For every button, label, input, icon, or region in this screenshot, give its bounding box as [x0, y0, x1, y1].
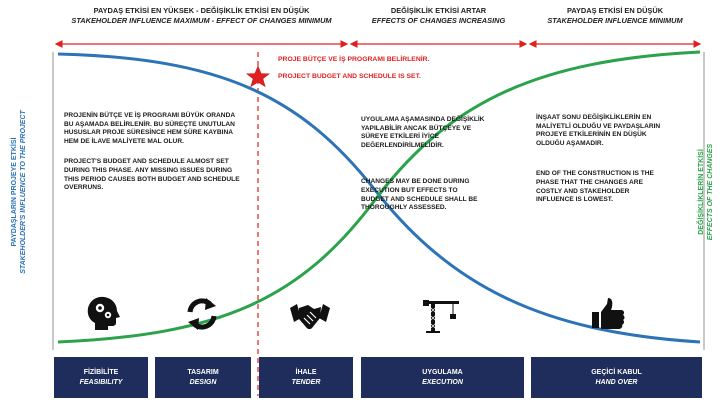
right-axis-tr: DEĞİŞİKLİKLERİN ETKİSİ — [698, 149, 705, 235]
header-2-tr: DEĞİŞİKLİK ETKİSİ ARTAR — [390, 6, 487, 15]
header-phase-2: DEĞİŞİKLİK ETKİSİ ARTAR EFFECTS OF CHANG… — [351, 6, 526, 26]
phase-feasibility-en: FEASIBILITY — [79, 378, 123, 386]
header-3-tr: PAYDAŞ ETKİSİ EN DÜŞÜK — [566, 6, 664, 15]
phase-hand-over-tr: GEÇİCİ KABUL — [591, 368, 642, 376]
callout-en: PROJECT BUDGET AND SCHEDULE IS SET. — [278, 73, 421, 80]
phase-tender: İHALE TENDER — [259, 357, 353, 398]
phase-feasibility: FİZİBİLİTE FEASIBILITY — [54, 357, 148, 398]
phase-tender-en: TENDER — [291, 378, 321, 386]
right-axis-en: EFFECTS OF THE CHANGES — [707, 143, 714, 241]
effect-of-changes-curve — [57, 50, 701, 344]
text-block-3: İNŞAAT SONU DEĞİŞİKLİKLERİN EN MALİYETLİ… — [536, 114, 666, 205]
phase-design: TASARIM DESIGN — [155, 357, 251, 398]
phase-design-en: DESIGN — [189, 378, 217, 386]
header-phase-3: PAYDAŞ ETKİSİ EN DÜŞÜK STAKEHOLDER INFLU… — [530, 6, 700, 26]
star-icon — [245, 65, 271, 88]
text-block-3-en: END OF THE CONSTRUCTION IS THE PHASE THA… — [536, 170, 654, 204]
text-block-1: PROJENİN BÜTÇE VE İŞ PROGRAMI BÜYÜK ORAN… — [64, 112, 244, 193]
phase-hand-over: GEÇİCİ KABUL HAND OVER — [531, 357, 702, 398]
right-axis-label: DEĞİŞİKLİKLERİN ETKİSİ EFFECTS OF THE CH… — [697, 102, 717, 282]
left-axis-label: PAYDAŞLARIN PROJEYE ETKİSİ STAKEHOLDER'S… — [10, 87, 30, 297]
text-block-2-en: CHANGES MAY BE DONE DURING EXECUTION BUT… — [361, 178, 478, 212]
phase-feasibility-tr: FİZİBİLİTE — [83, 368, 119, 376]
phase-execution-tr: UYGULAMA — [422, 368, 463, 376]
left-axis-en: STAKEHOLDER'S INFLUENCE TO THE PROJECT — [20, 110, 27, 274]
phase-design-tr: TASARIM — [187, 368, 219, 376]
phase-hand-over-en: HAND OVER — [595, 378, 638, 386]
header-1-tr: PAYDAŞ ETKİSİ EN YÜKSEK - DEĞİŞİKLİK ETK… — [93, 6, 310, 15]
text-block-2: UYGULAMA AŞAMASINDA DEĞİŞİKLİK YAPILABİL… — [361, 116, 486, 213]
phase-execution: UYGULAMA EXECUTION — [361, 357, 524, 398]
header-2-en: EFFECTS OF CHANGES INCREASING — [371, 16, 506, 25]
phase-execution-en: EXECUTION — [422, 378, 463, 386]
text-block-1-en: PROJECT'S BUDGET AND SCHEDULE ALMOST SET… — [64, 158, 240, 192]
text-block-2-tr: UYGULAMA AŞAMASINDA DEĞİŞİKLİK YAPILABİL… — [361, 116, 485, 149]
crane-icon — [423, 300, 459, 333]
thumbs-up-icon — [592, 298, 625, 329]
text-block-1-tr: PROJENİN BÜTÇE VE İŞ PROGRAMI BÜYÜK ORAN… — [64, 112, 235, 145]
refresh-arrows-icon — [187, 298, 217, 330]
header-1-en: STAKEHOLDER INFLUENCE MAXIMUM - EFFECT O… — [71, 16, 332, 25]
header-phase-1: PAYDAŞ ETKİSİ EN YÜKSEK - DEĞİŞİKLİK ETK… — [56, 6, 347, 26]
callout-tr: PROJE BÜTÇE VE İŞ PROGRAMI BELİRLENİR. — [278, 56, 430, 63]
handshake-icon — [290, 304, 330, 330]
phase-tender-tr: İHALE — [295, 368, 317, 376]
left-axis-tr: PAYDAŞLARIN PROJEYE ETKİSİ — [11, 137, 18, 247]
head-gears-icon — [87, 296, 120, 330]
stakeholder-influence-curve — [57, 52, 701, 344]
text-block-3-tr: İNŞAAT SONU DEĞİŞİKLİKLERİN EN MALİYETLİ… — [536, 114, 661, 147]
header-3-en: STAKEHOLDER INFLUENCE MINIMUM — [547, 16, 683, 25]
